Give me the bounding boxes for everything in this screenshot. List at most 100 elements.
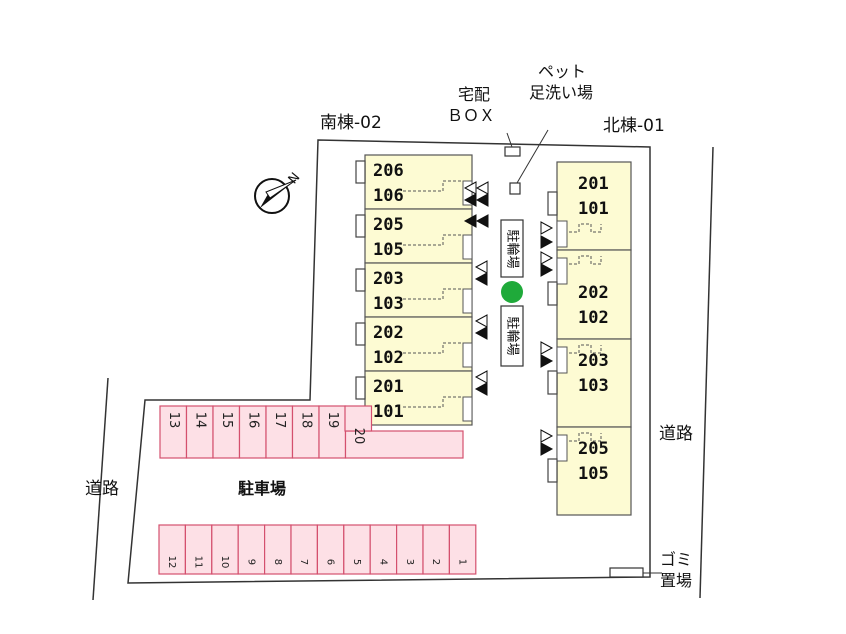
delivery-box-label-2: ＢＯＸ — [447, 106, 495, 125]
parking-number: 8 — [272, 559, 283, 565]
ac-unit-icon — [474, 260, 488, 274]
interior-line — [403, 396, 465, 408]
balcony-notch — [556, 346, 568, 374]
parking-space: 16 — [238, 405, 267, 459]
parking-space: 18 — [291, 405, 320, 459]
road-line-left — [92, 377, 109, 601]
unit-number-upper: 205 — [578, 439, 609, 459]
unit-block — [364, 316, 473, 372]
parking-stall — [316, 524, 345, 575]
unit-number-lower: 103 — [578, 376, 609, 396]
parking-stall — [159, 405, 188, 459]
compass-icon: N — [254, 170, 303, 214]
parking-stall — [211, 524, 239, 575]
parking-stall — [396, 524, 424, 575]
south-building-label: 南棟-02 — [320, 113, 382, 133]
pet-footwash-station — [509, 182, 521, 195]
parking-stall — [238, 405, 267, 459]
ac-unit-icon — [463, 214, 477, 228]
road-line-right — [699, 146, 714, 599]
parking-number: 13 — [166, 412, 181, 429]
ac-unit-icon — [475, 181, 489, 195]
garbage-label-1: ゴミ — [660, 550, 692, 569]
garbage-label-2: 置場 — [660, 571, 692, 590]
balcony-notch — [556, 434, 568, 462]
parking-space: 19 — [318, 405, 347, 459]
entry-step — [547, 370, 558, 395]
ac-unit-icon — [475, 214, 489, 228]
balcony-notch — [556, 220, 568, 248]
entry-step — [547, 191, 558, 216]
ac-unit-icon — [474, 382, 488, 396]
road-label-right: 道路 — [659, 424, 693, 444]
interior-line — [403, 180, 465, 192]
unit-block — [556, 249, 632, 340]
interior-line — [403, 234, 465, 246]
parking-number: 6 — [325, 559, 336, 565]
ac-unit-icon — [474, 314, 488, 328]
ac-unit-icon — [540, 235, 554, 249]
parking-stall — [369, 524, 398, 575]
interior-line — [403, 288, 465, 300]
parking-space: 5 — [343, 524, 371, 575]
unit-number-lower: 106 — [373, 186, 404, 206]
unit-number-upper: 206 — [373, 161, 404, 181]
parking-number: 20 — [351, 428, 366, 445]
parking-stall — [237, 524, 266, 575]
parking-space: 2 — [422, 524, 450, 575]
parking-stall — [422, 524, 450, 575]
parking-stall — [318, 405, 347, 459]
parking-space: 15 — [212, 405, 241, 459]
parking-number: 1 — [457, 559, 468, 565]
bike-parking-top: 駐輪場 — [500, 219, 524, 278]
ac-unit-icon — [540, 354, 554, 368]
parking-space: 17 — [265, 405, 294, 459]
ac-unit-icon — [540, 429, 554, 443]
interior-line — [569, 223, 602, 233]
entry-step — [355, 268, 366, 292]
parking-number: 19 — [325, 412, 340, 429]
interior-line — [569, 344, 602, 354]
entry-step — [547, 458, 558, 483]
parking-stall — [264, 524, 292, 575]
pet-footwash-label-2: 足洗い場 — [529, 83, 593, 102]
balcony-notch — [556, 257, 568, 285]
unit-number-upper: 201 — [373, 377, 404, 397]
parking-stall — [448, 524, 477, 575]
interior-line — [403, 342, 465, 354]
unit-number-upper: 203 — [373, 269, 404, 289]
parking-number: 14 — [192, 412, 207, 429]
parking-stall — [212, 405, 241, 459]
parking-label: 駐車場 — [238, 479, 286, 498]
parking-space: 11 — [184, 524, 213, 575]
parking-number: 11 — [193, 556, 204, 569]
balcony-notch — [462, 396, 473, 422]
interior-line — [569, 432, 602, 442]
unit-number-lower: 102 — [373, 348, 404, 368]
parking-number: 3 — [404, 559, 415, 565]
ac-unit-icon — [540, 263, 554, 277]
parking-space: 3 — [396, 524, 424, 575]
balcony-notch — [462, 342, 473, 368]
parking-space: 10 — [211, 524, 239, 575]
parking-number: 10 — [219, 556, 230, 569]
road-label-left: 道路 — [85, 479, 119, 499]
parking-space: 6 — [316, 524, 345, 575]
unit-block — [364, 370, 473, 426]
bike-parking-bottom-label: 駐輪場 — [505, 316, 521, 355]
unit-number-upper: 201 — [578, 174, 609, 194]
parking-number: 7 — [298, 559, 309, 565]
entry-step — [355, 322, 366, 346]
parking-stall — [291, 405, 320, 459]
parking-stall — [290, 524, 318, 575]
bike-parking-top-label: 駐輪場 — [505, 229, 521, 268]
